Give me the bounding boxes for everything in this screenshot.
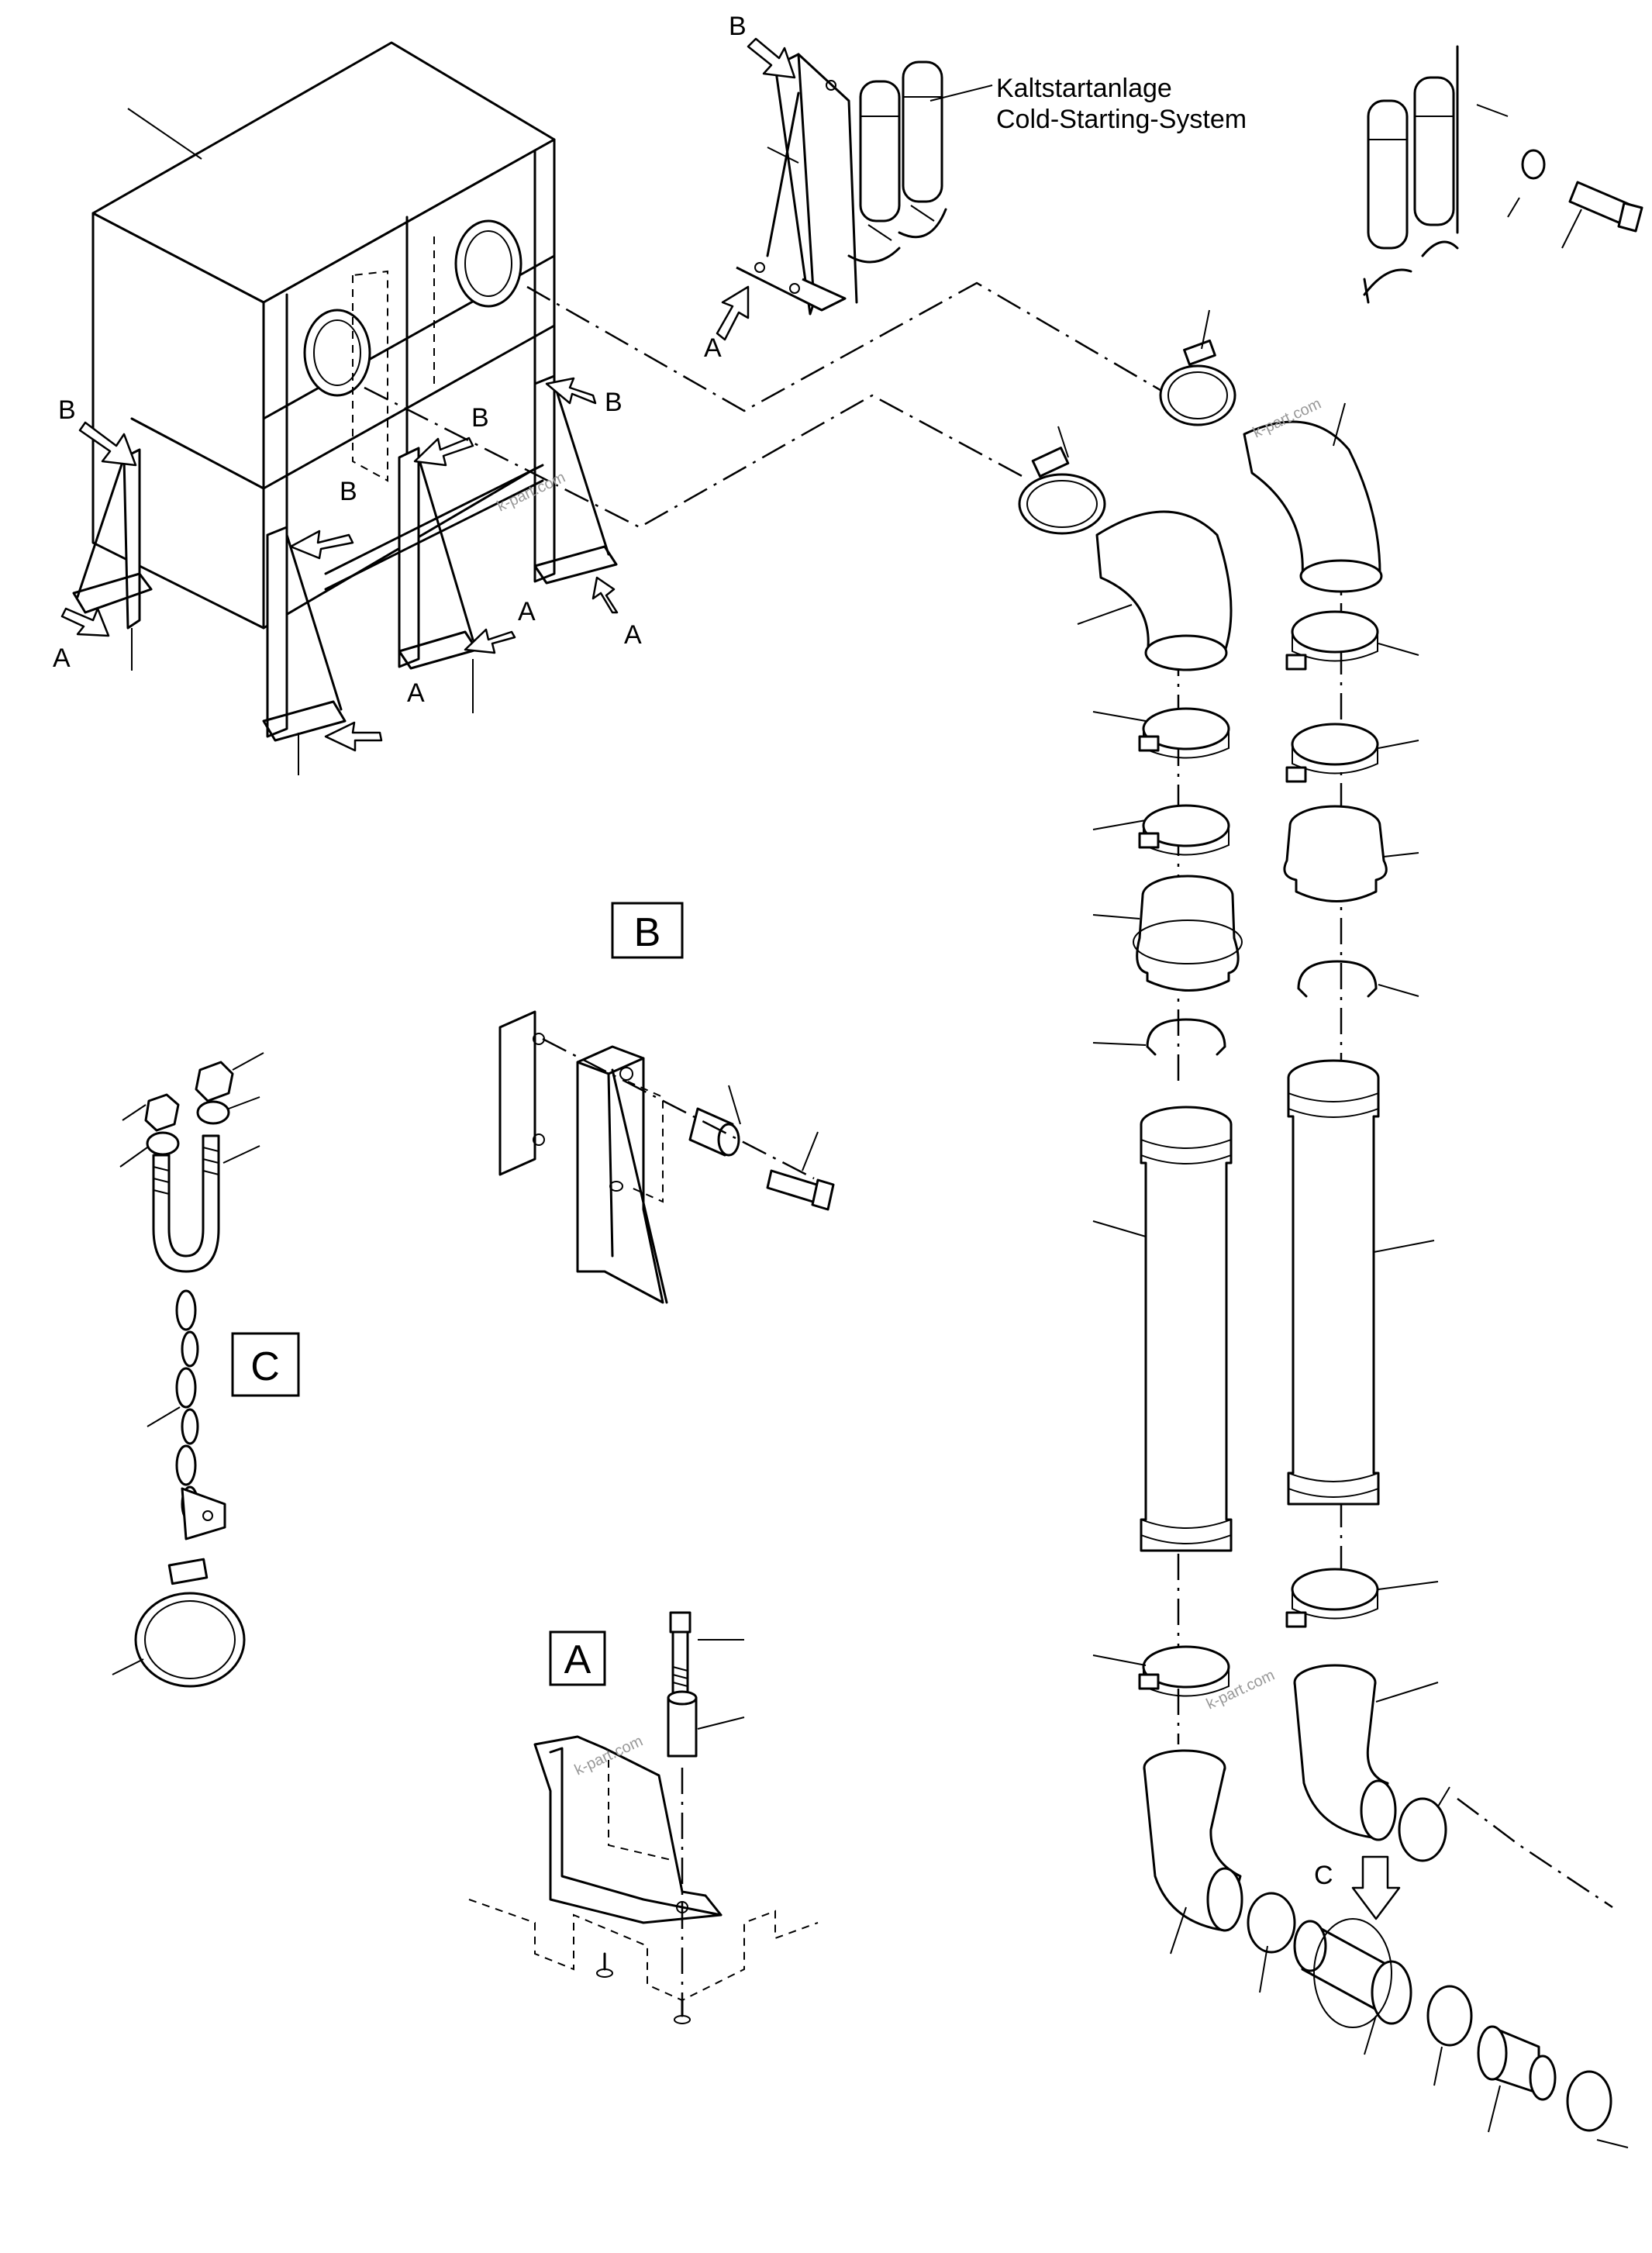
cold-start-bottles-right <box>1363 45 1643 304</box>
gas-bottle-icon <box>847 60 947 264</box>
hose-clamp-icon <box>1018 447 1106 535</box>
detail-b: B <box>498 902 835 1304</box>
view-label-b-left: B <box>58 395 76 425</box>
view-label-b-middle: B <box>471 403 489 433</box>
detail-a: A <box>468 1611 819 2024</box>
view-label-a-front: A <box>407 678 425 708</box>
detail-box-b <box>611 902 684 959</box>
detail-box-b-label: B <box>634 910 661 955</box>
cold-start-bracket: Kaltstartanlage Cold-Starting-System B A <box>704 12 1247 363</box>
view-label-b-center: B <box>340 477 357 506</box>
view-label-a-left: A <box>53 643 71 673</box>
view-label-b-right: B <box>605 388 623 417</box>
callout-line-1: Kaltstartanlage <box>996 74 1172 103</box>
view-label-a-bracket: A <box>704 333 722 363</box>
detail-c: C <box>112 1052 300 1688</box>
view-label-b-bracket: B <box>729 12 747 41</box>
detail-box-a <box>549 1630 606 1686</box>
callout-line-2: Cold-Starting-System <box>996 105 1247 134</box>
view-label-c-connector: C <box>1314 1861 1333 1890</box>
left-pipe-run: C <box>1018 426 1629 2148</box>
view-label-a-right: A <box>624 620 642 650</box>
chain-icon <box>175 1289 199 1523</box>
right-pipe-run <box>1159 309 1450 1862</box>
detail-box-c <box>231 1332 300 1397</box>
detail-box-a-label: A <box>564 1637 591 1682</box>
detail-box-c-label: C <box>250 1344 280 1389</box>
silencer-assembly <box>91 41 556 630</box>
view-label-a-middle: A <box>518 597 536 626</box>
view-arrows: B A B B B A A A <box>53 377 642 752</box>
